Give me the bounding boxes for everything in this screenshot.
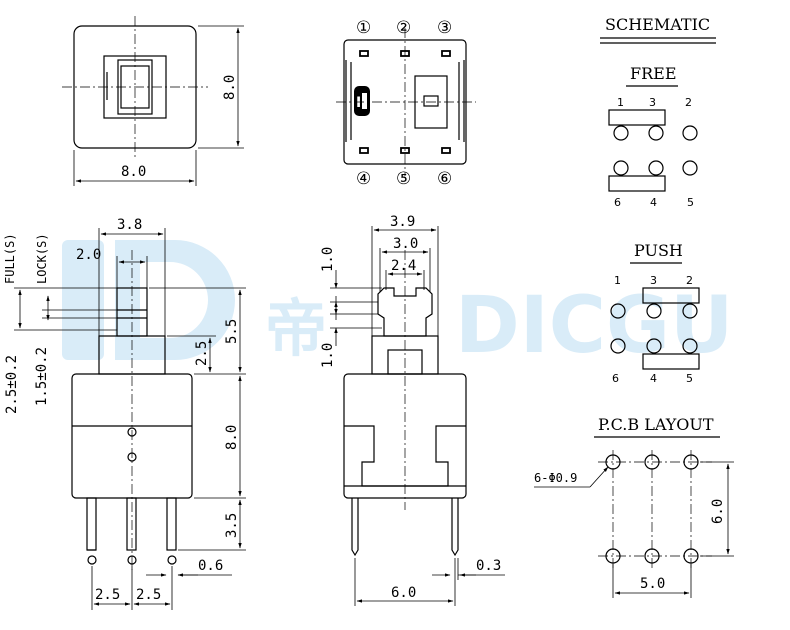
svg-text:3: 3 xyxy=(650,274,657,287)
svg-text:3: 3 xyxy=(649,96,656,109)
svg-text:1: 1 xyxy=(617,96,624,109)
svg-text:③: ③ xyxy=(437,18,452,38)
svg-text:6: 6 xyxy=(614,196,621,209)
side-dim-3-5: 3.5 xyxy=(224,513,240,538)
free-title: FREE xyxy=(630,64,677,83)
side-dim-pitch-a: 2.5 xyxy=(95,587,120,603)
push-title: PUSH xyxy=(634,241,683,260)
svg-text:②: ② xyxy=(396,18,411,38)
svg-text:5: 5 xyxy=(686,372,693,385)
front-dim-6-0: 6.0 xyxy=(391,585,416,601)
free-pins-bottom: 6 4 5 xyxy=(614,196,694,209)
svg-text:⑥: ⑥ xyxy=(437,169,452,189)
front-dim-0-3: 0.3 xyxy=(476,558,501,574)
pcb-width-dim: 5.0 xyxy=(640,576,665,592)
pin-numbers-top: ① ② ③ xyxy=(356,18,452,38)
top-view: 8.0 8.0 xyxy=(62,16,244,186)
front-view: 3.9 3.0 2.4 1.0 1.0 6.0 0.3 xyxy=(320,214,505,606)
front-dim-3-9: 3.9 xyxy=(390,214,415,230)
svg-text:1: 1 xyxy=(614,274,621,287)
schematic: SCHEMATIC FREE 1 3 2 6 4 5 PUSH 1 3 2 xyxy=(600,15,716,385)
watermark-cn: 帝 xyxy=(265,292,327,365)
push-pins-top: 1 3 2 xyxy=(614,274,693,287)
svg-text:4: 4 xyxy=(650,372,657,385)
front-dim-1-0-lower: 1.0 xyxy=(320,343,336,368)
bottom-view: I ① ② ③ ④ ⑤ ⑥ xyxy=(336,18,476,189)
front-dim-2-4: 2.4 xyxy=(391,258,416,274)
side-dim-2-0: 2.0 xyxy=(76,247,101,263)
svg-text:5: 5 xyxy=(687,196,694,209)
pcb-hole-label: 6-Φ0.9 xyxy=(534,471,577,485)
svg-text:④: ④ xyxy=(356,169,371,189)
lock-stroke-label: LOCK(S) xyxy=(35,233,49,284)
pcb-height-dim: 6.0 xyxy=(710,499,726,524)
svg-text:I: I xyxy=(356,95,361,111)
side-dim-8-0: 8.0 xyxy=(224,425,240,450)
lock-stroke-value: 1.5±0.2 xyxy=(34,347,50,406)
top-view-width-dim: 8.0 xyxy=(121,164,146,180)
side-dim-3-8: 3.8 xyxy=(117,217,142,233)
full-stroke-label: FULL(S) xyxy=(3,233,17,284)
free-pins-top: 1 3 2 xyxy=(617,96,692,109)
top-view-height-dim: 8.0 xyxy=(222,75,238,100)
svg-text:①: ① xyxy=(356,18,371,38)
pcb-title: P.C.B LAYOUT xyxy=(598,415,714,434)
side-dim-2-5-vertical: 2.5 xyxy=(194,341,210,366)
side-view: 3.8 2.0 FULL(S) LOCK(S) 2.5±0.2 1.5±0.2 … xyxy=(3,217,246,610)
svg-text:2: 2 xyxy=(686,274,693,287)
svg-text:6: 6 xyxy=(612,372,619,385)
front-dim-1-0-upper: 1.0 xyxy=(320,247,336,272)
front-dim-3-0: 3.0 xyxy=(393,236,418,252)
svg-text:2: 2 xyxy=(685,96,692,109)
svg-text:4: 4 xyxy=(650,196,657,209)
side-dim-5-5: 5.5 xyxy=(224,319,240,344)
svg-text:⑤: ⑤ xyxy=(396,169,411,189)
side-dim-pitch-b: 2.5 xyxy=(136,587,161,603)
watermark-latin: DICGU xyxy=(455,281,733,371)
pin-numbers-bottom: ④ ⑤ ⑥ xyxy=(356,169,452,189)
schematic-title: SCHEMATIC xyxy=(605,15,710,34)
side-dim-0-6: 0.6 xyxy=(198,558,223,574)
push-pins-bottom: 6 4 5 xyxy=(612,372,693,385)
pcb-layout: P.C.B LAYOUT 6-Φ0.9 6.0 5.0 xyxy=(534,415,734,598)
full-stroke-value: 2.5±0.2 xyxy=(4,355,20,414)
